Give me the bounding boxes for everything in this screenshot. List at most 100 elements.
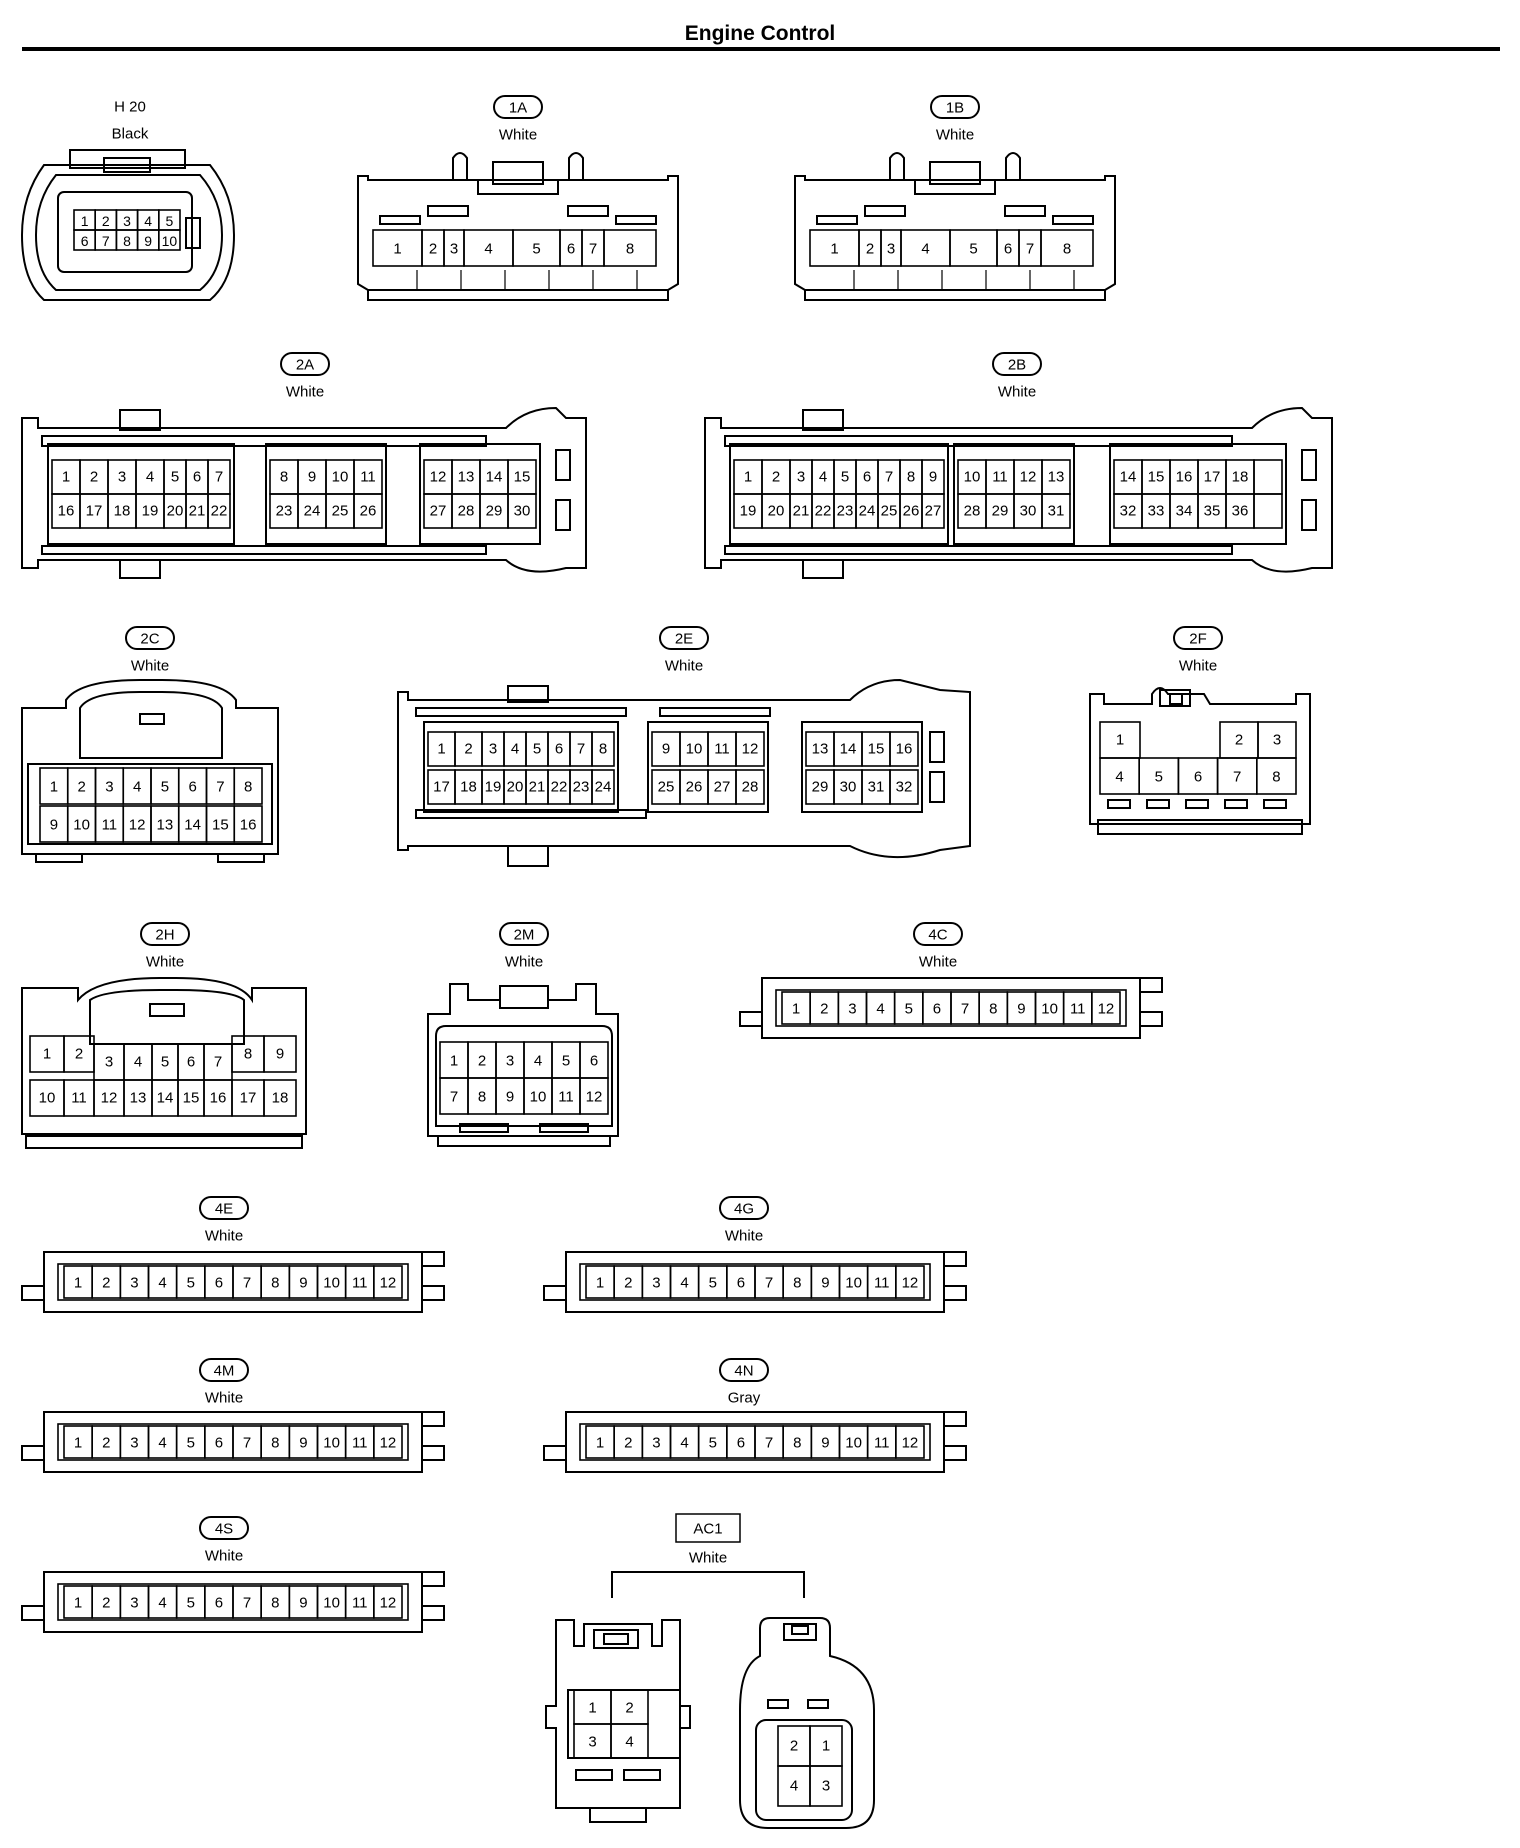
terminal-cell [895, 1265, 925, 1299]
terminal-1: 1 [588, 1700, 596, 1717]
connector-code-tag [140, 922, 190, 946]
terminal-1: 1 [830, 241, 838, 258]
terminal-7: 7 [243, 1435, 251, 1452]
terminal-cell [1256, 757, 1297, 795]
terminal-8: 8 [271, 1435, 279, 1452]
end-tab-right-lower [421, 1445, 445, 1461]
terminal-28: 28 [458, 503, 475, 520]
terminal-23: 23 [837, 503, 854, 520]
end-tab-left [739, 1011, 763, 1027]
terminal-4: 4 [876, 1001, 884, 1018]
terminal-7: 7 [243, 1595, 251, 1612]
latch-base [914, 179, 996, 195]
terminal-1: 1 [596, 1435, 604, 1452]
terminal-3: 3 [105, 779, 113, 796]
rib [427, 205, 469, 217]
connector-code-tag [719, 1196, 769, 1220]
terminal-1: 1 [393, 241, 401, 258]
terminal-15: 15 [212, 817, 229, 834]
connector-code: 2A [296, 357, 314, 374]
terminal-4: 4 [680, 1435, 688, 1452]
connector-code: 4G [734, 1201, 754, 1218]
terminal-9: 9 [506, 1089, 514, 1106]
terminal-8: 8 [244, 1046, 252, 1063]
housing [21, 406, 587, 573]
housing [43, 1571, 423, 1633]
terminal-frame [435, 1025, 613, 1127]
terminal-17: 17 [433, 779, 450, 796]
terminal-2: 2 [478, 1053, 486, 1070]
terminal-10: 10 [73, 817, 90, 834]
terminal-frame [57, 1263, 409, 1301]
terminal-5: 5 [709, 1435, 717, 1452]
terminal-33: 33 [1148, 503, 1165, 520]
terminal-7: 7 [102, 233, 110, 249]
terminal-3: 3 [130, 1595, 138, 1612]
terminal-22: 22 [551, 779, 568, 796]
connector-code: 2F [1189, 631, 1207, 648]
terminal-7: 7 [214, 1054, 222, 1071]
mate-terminal-4: 4 [790, 1778, 798, 1795]
connector-color: White [499, 127, 537, 144]
terminal-2: 2 [866, 241, 874, 258]
terminal-6: 6 [1194, 769, 1202, 786]
terminal-11: 11 [1070, 1001, 1086, 1018]
terminal-8: 8 [599, 741, 607, 758]
terminal-5: 5 [841, 469, 849, 486]
terminal-2: 2 [102, 213, 110, 229]
connector-color: White [936, 127, 974, 144]
rib [1224, 799, 1248, 809]
connector-color: Gray [728, 1390, 761, 1407]
terminal-9: 9 [299, 1435, 307, 1452]
terminal-1: 1 [792, 1001, 800, 1018]
terminal-12: 12 [380, 1595, 397, 1612]
terminal-4: 4 [158, 1275, 166, 1292]
terminal-cell [233, 805, 263, 843]
terminal-frame [579, 1263, 931, 1301]
terminal-13: 13 [458, 469, 475, 486]
terminal-8: 8 [271, 1595, 279, 1612]
terminal-1: 1 [1116, 732, 1124, 749]
housing-base [589, 1807, 647, 1823]
connector-color: White [205, 1390, 243, 1407]
terminal-10: 10 [39, 1090, 56, 1107]
terminal-20: 20 [167, 503, 184, 520]
terminal-6: 6 [737, 1275, 745, 1292]
terminal-9: 9 [821, 1435, 829, 1452]
rib [767, 1699, 789, 1709]
terminal-6: 6 [215, 1275, 223, 1292]
terminal-2: 2 [429, 241, 437, 258]
housing [739, 1617, 875, 1829]
terminal-cell [610, 1723, 649, 1759]
terminal-18: 18 [272, 1090, 289, 1107]
housing [565, 1411, 945, 1473]
rib [1107, 799, 1131, 809]
terminal-15: 15 [514, 469, 531, 486]
terminal-8: 8 [793, 1275, 801, 1292]
terminal-10: 10 [845, 1275, 862, 1292]
terminal-6: 6 [590, 1053, 598, 1070]
terminal-8: 8 [271, 1275, 279, 1292]
key-lower [555, 499, 571, 531]
terminal-2: 2 [75, 1046, 83, 1063]
terminal-10: 10 [323, 1275, 340, 1292]
terminal-15: 15 [183, 1090, 200, 1107]
terminal-cell [921, 493, 945, 529]
terminal-frame [775, 989, 1127, 1027]
terminal-18: 18 [460, 779, 477, 796]
terminal-5: 5 [562, 1053, 570, 1070]
latch-top [802, 409, 844, 431]
end-tab-right-upper [1139, 977, 1163, 993]
rib [379, 215, 421, 225]
terminal-28: 28 [964, 503, 981, 520]
terminal-12: 12 [1020, 469, 1037, 486]
terminal-7: 7 [243, 1275, 251, 1292]
terminal-4: 4 [133, 779, 141, 796]
terminal-5: 5 [161, 779, 169, 796]
terminal-11: 11 [352, 1275, 368, 1292]
